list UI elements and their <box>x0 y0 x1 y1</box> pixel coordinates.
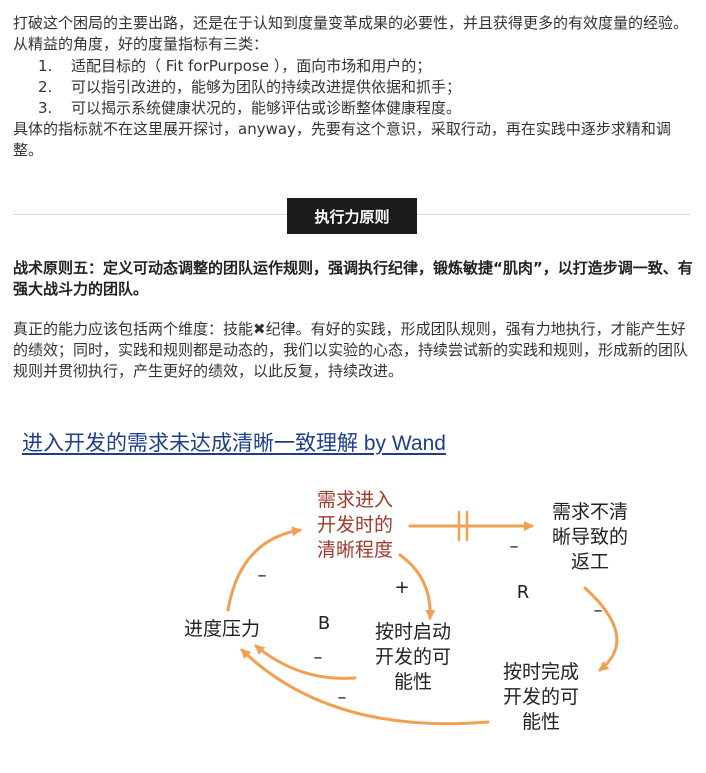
node-rework: 需求不清 晰导致的 返工 <box>552 501 628 573</box>
node-start: 按时启动 开发的可 能性 <box>375 621 451 693</box>
svg-text:需求进入: 需求进入 <box>317 489 393 511</box>
arrow-start-to-pressure <box>254 644 357 680</box>
svg-text:清晰程度: 清晰程度 <box>317 539 393 561</box>
svg-text:按时启动: 按时启动 <box>375 621 451 643</box>
metric-list: 1.适配目标的（ Fit forPurpose ），面向市场和用户的； 2.可以… <box>13 56 693 119</box>
svg-text:开发时的: 开发时的 <box>317 514 393 536</box>
svg-text:需求不清: 需求不清 <box>552 501 628 523</box>
svg-text:晰导致的: 晰导致的 <box>552 526 628 548</box>
svg-text:开发的可: 开发的可 <box>375 646 451 668</box>
list-item: 1.适配目标的（ Fit forPurpose ），面向市场和用户的； <box>38 57 432 75</box>
sign-rework-finish: – <box>594 600 603 621</box>
svg-text:能性: 能性 <box>394 671 432 693</box>
arrow-finish-to-pressure <box>240 648 490 726</box>
intro-paragraph: 打破这个困局的主要出路，还是在于认知到度量变革成果的必要性，并且获得更多的有效度… <box>13 14 689 53</box>
arrow-rework-to-finish <box>583 586 619 672</box>
node-clarity: 需求进入 开发时的 清晰程度 <box>317 489 393 561</box>
principle-heading: 战术原则五：定义可动态调整的团队运作规则，强调执行纪律，锻炼敏捷“肌肉”，以打造… <box>13 259 693 298</box>
section-title: 执行力原则 <box>287 198 417 234</box>
svg-text:返工: 返工 <box>571 551 609 573</box>
node-pressure: 进度压力 <box>184 618 260 640</box>
arrow-clarity-to-start <box>398 553 436 620</box>
principle-body: 真正的能力应该包括两个维度：技能✖纪律。有好的实践，形成团队规则，强有力地执行，… <box>13 320 689 380</box>
list-item: 3.可以揭示系统健康状况的，能够评估或诊断整体健康程度。 <box>38 99 462 117</box>
figure-title: 进入开发的需求未达成清晰一致理解 by Wand <box>22 432 446 455</box>
sign-clarity-start: + <box>394 577 409 598</box>
arrow-pressure-to-clarity <box>226 526 302 612</box>
polarity-signs: – + – – – – <box>258 536 603 708</box>
list-item: 2.可以指引改进的，能够为团队的持续改进提供依据和抓手； <box>38 78 462 96</box>
svg-text:开发的可: 开发的可 <box>503 686 579 708</box>
loop-label-reinforcing: R <box>517 582 530 603</box>
svg-text:能性: 能性 <box>522 711 560 733</box>
node-finish: 按时完成 开发的可 能性 <box>503 661 579 733</box>
causal-loop-diagram: 需求进入 开发时的 清晰程度 需求不清 晰导致的 返工 进度压力 按时启动 开发… <box>184 489 628 733</box>
svg-text:按时完成: 按时完成 <box>503 661 579 683</box>
sign-start-pressure: – <box>314 647 323 668</box>
causal-arrows <box>226 510 619 726</box>
sign-finish-pressure: – <box>338 687 347 708</box>
closing-paragraph: 具体的指标就不在这里展开探讨，anyway，先要有这个意识，采取行动，再在实践中… <box>13 120 671 159</box>
loop-label-balancing: B <box>318 613 330 634</box>
sign-clarity-rework: – <box>510 536 519 557</box>
sign-pressure-clarity: – <box>258 565 267 586</box>
